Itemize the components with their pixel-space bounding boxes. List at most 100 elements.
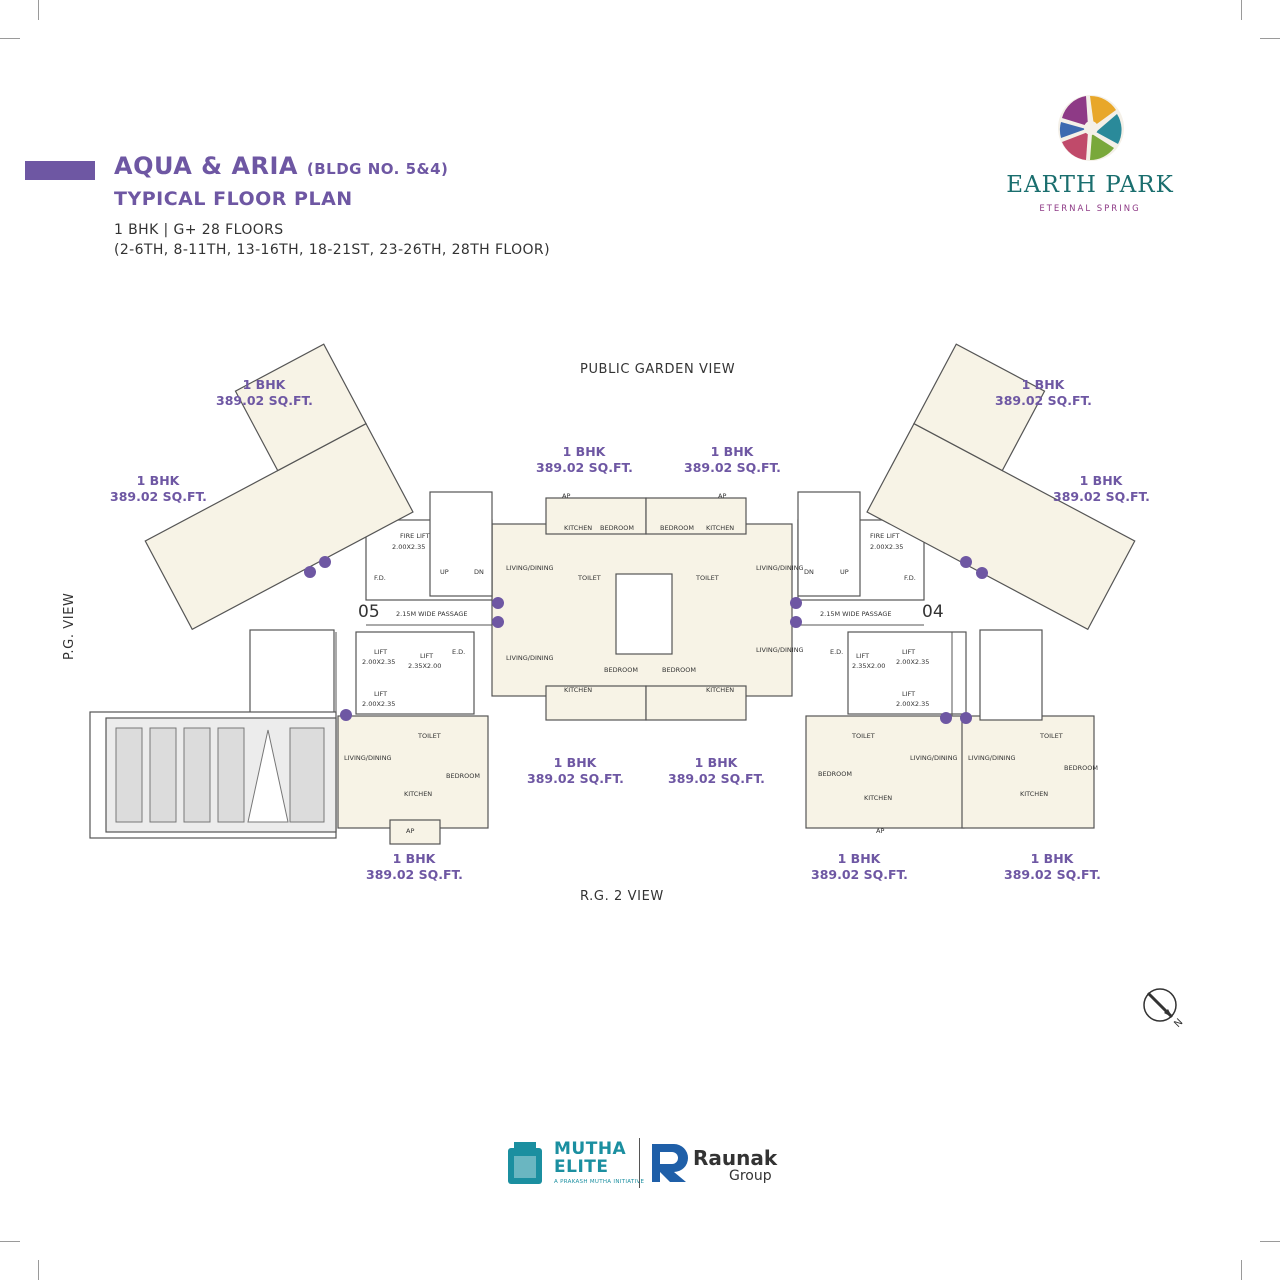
living-label: LIVING/DINING [344, 754, 392, 762]
unit-marker [340, 709, 352, 721]
parking-stall [217, 727, 245, 823]
lift-label: LIFT [902, 648, 915, 656]
fd-label-left: F.D. [374, 574, 386, 582]
lift-size: 2.00X2.35 [362, 700, 395, 708]
unit-type: 1 BHK [553, 755, 597, 770]
unit-block [545, 497, 647, 535]
unit-marker [492, 616, 504, 628]
crop-mark [38, 1260, 39, 1280]
unit-type: 1 BHK [1079, 473, 1123, 488]
bedroom-label: BEDROOM [662, 666, 696, 674]
stair-up-label: UP [840, 568, 849, 576]
toilet-label: TOILET [695, 574, 719, 582]
view-top-label: PUBLIC GARDEN VIEW [580, 362, 736, 377]
lift-label: LIFT [374, 648, 387, 656]
ap-label: AP [876, 827, 884, 835]
unit-area: 389.02 SQ.FT. [668, 771, 765, 786]
lift-size: 2.00X2.35 [896, 700, 929, 708]
ap-label: AP [718, 492, 726, 500]
ed-label-right: E.D. [830, 648, 843, 656]
unit-marker [492, 597, 504, 609]
raunak-name: Raunak [693, 1146, 778, 1170]
title-main: AQUA & ARIA [114, 152, 298, 180]
north-compass: N [1138, 985, 1188, 1035]
unit-marker [976, 567, 988, 579]
unit-type: 1 BHK [837, 851, 881, 866]
toilet-label: TOILET [577, 574, 601, 582]
unit-block [389, 819, 441, 845]
lift-size: 2.00X2.35 [896, 658, 929, 666]
footer-divider [639, 1138, 640, 1188]
lift-size: 2.00X2.35 [362, 658, 395, 666]
lobby [615, 573, 673, 655]
unit-block [913, 343, 1046, 472]
crop-mark [1260, 1241, 1280, 1242]
lift-label: LIFT [374, 690, 387, 698]
fire-lift-size-left: 2.00X2.35 [392, 543, 425, 551]
crop-mark [1260, 38, 1280, 39]
unit-area: 389.02 SQ.FT. [811, 867, 908, 882]
mutha-tagline: A PRAKASH MUTHA INITIATIVE [554, 1179, 645, 1185]
page-subtitle: TYPICAL FLOOR PLAN [114, 188, 353, 210]
unit-marker [960, 712, 972, 724]
toilet-label: TOILET [417, 732, 441, 740]
crop-mark [0, 1241, 20, 1242]
bedroom-label: BEDROOM [660, 524, 694, 532]
lift-size: 2.35X2.00 [408, 662, 441, 670]
unit-type: 1 BHK [392, 851, 436, 866]
kitchen-label: KITCHEN [564, 686, 592, 694]
logo-name: EARTH PARK [1006, 172, 1174, 198]
ed-label-left: E.D. [452, 648, 465, 656]
unit-block [144, 422, 414, 631]
ramp-icon [247, 729, 289, 823]
parking-stall [149, 727, 177, 823]
stair-dn-label: DN [804, 568, 814, 576]
fire-lift-size-right: 2.00X2.35 [870, 543, 903, 551]
unit-marker [790, 597, 802, 609]
unit-marker [960, 556, 972, 568]
ap-label: AP [406, 827, 414, 835]
mutha-line1: MUTHA [554, 1139, 627, 1159]
unit-block [234, 343, 367, 472]
passage-label-left: 2.15M WIDE PASSAGE [396, 610, 467, 618]
unit-marker [940, 712, 952, 724]
living-label: LIVING/DINING [756, 646, 804, 654]
lift-label: LIFT [856, 652, 869, 660]
unit-type: 1 BHK [710, 444, 754, 459]
crop-mark [38, 0, 39, 20]
toilet-label: TOILET [1039, 732, 1063, 740]
living-label: LIVING/DINING [756, 564, 804, 572]
unit-type: 1 BHK [562, 444, 606, 459]
unit-area: 389.02 SQ.FT. [1004, 867, 1101, 882]
kitchen-label: KITCHEN [706, 524, 734, 532]
unit-area: 389.02 SQ.FT. [216, 393, 313, 408]
compass-label: N [1172, 1017, 1185, 1030]
floors-text: (2-6TH, 8-11TH, 13-16TH, 18-21ST, 23-26T… [114, 242, 550, 258]
stair-tower-left [249, 629, 335, 721]
crop-mark [0, 38, 20, 39]
view-bottom-label: R.G. 2 VIEW [580, 889, 664, 904]
living-label: LIVING/DINING [910, 754, 958, 762]
config-text: 1 BHK | G+ 28 FLOORS [114, 222, 284, 238]
compass-icon: N [1143, 988, 1185, 1030]
unit-area: 389.02 SQ.FT. [684, 460, 781, 475]
unit-block [805, 715, 965, 829]
lift-label: LIFT [902, 690, 915, 698]
lift-block-right [847, 631, 967, 715]
mutha-crest-icon [508, 1142, 542, 1184]
lift-block-left [355, 631, 475, 715]
unit-marker [319, 556, 331, 568]
unit-block [645, 497, 747, 535]
stair-dn-label: DN [474, 568, 484, 576]
unit-block [545, 685, 647, 721]
stair-right [797, 491, 861, 597]
raunak-logo [648, 1140, 690, 1184]
